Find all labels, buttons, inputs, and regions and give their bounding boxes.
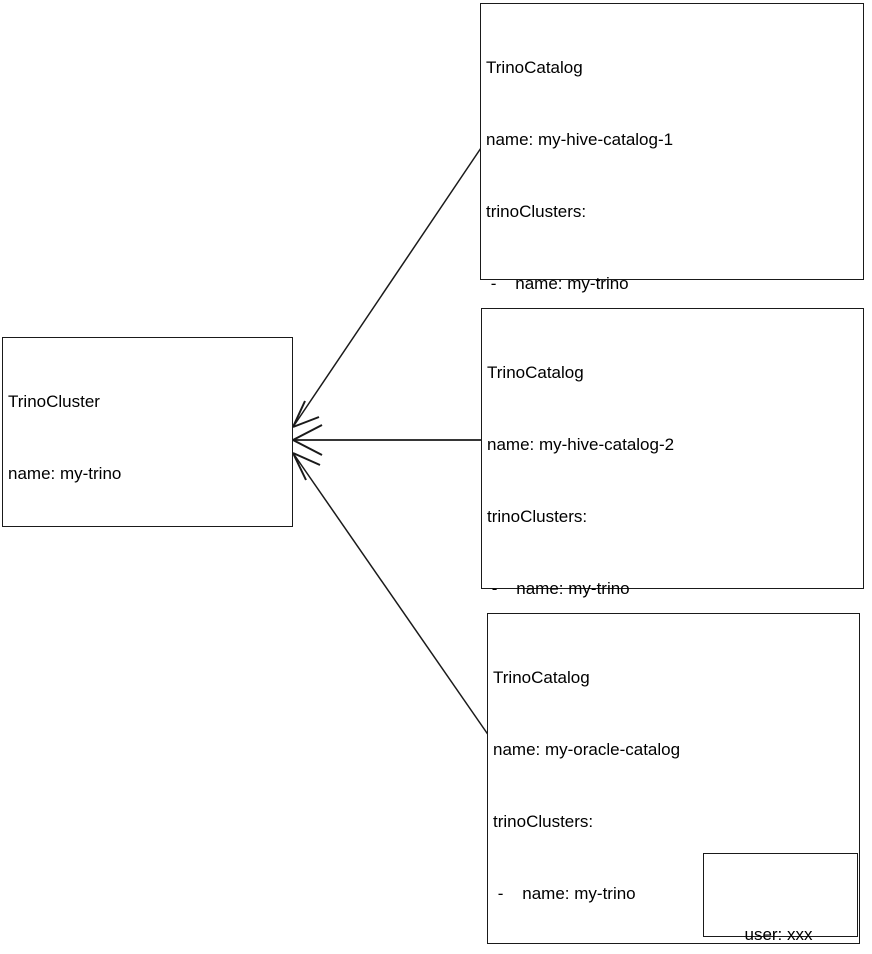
catalog-0-line-0: TrinoCatalog	[486, 58, 583, 77]
trino-catalog-node-my-hive-catalog-2[interactable]: TrinoCatalog name: my-hive-catalog-2 tri…	[481, 308, 864, 886]
secret-node-text: user: xxx password: xxx	[704, 872, 853, 954]
catalog-2-line-1: name: my-oracle-catalog	[493, 740, 681, 759]
edge-oracle-catalog-to-cluster	[292, 452, 490, 737]
catalog-2-line-0: TrinoCatalog	[493, 668, 590, 687]
trino-catalog-node-my-oracle-catalog[interactable]: TrinoCatalog name: my-oracle-catalog tri…	[487, 613, 860, 944]
catalog-1-line-1: name: my-hive-catalog-2	[487, 435, 675, 454]
trino-cluster-node[interactable]: TrinoCluster name: my-trino	[2, 337, 293, 527]
trino-catalog-node-my-hive-catalog-1[interactable]: TrinoCatalog name: my-hive-catalog-1 tri…	[480, 3, 864, 653]
edge-hive-catalog-2-to-cluster	[292, 424, 481, 456]
catalog-1-line-3: - name: my-trino	[487, 579, 630, 598]
catalog-0-line-1: name: my-hive-catalog-1	[486, 130, 674, 149]
trino-cluster-node-text: TrinoCluster name: my-trino	[8, 342, 288, 534]
secret-line-user: user: xxx	[744, 925, 813, 944]
oracle-credentials-secret-node[interactable]: user: xxx password: xxx	[703, 853, 858, 944]
cluster-line-kind: TrinoCluster	[8, 392, 100, 411]
catalog-0-line-3: - name: my-trino	[486, 274, 629, 293]
catalog-2-text: TrinoCatalog name: my-oracle-catalog tri…	[493, 618, 855, 954]
catalog-2-line-3: - name: my-trino	[493, 884, 636, 903]
catalog-0-line-2: trinoClusters:	[486, 202, 587, 221]
cluster-line-name: name: my-trino	[8, 464, 122, 483]
edge-hive-catalog-1-to-cluster	[292, 144, 484, 428]
catalog-1-line-0: TrinoCatalog	[487, 363, 584, 382]
catalog-2-line-2: trinoClusters:	[493, 812, 594, 831]
catalog-1-line-2: trinoClusters:	[487, 507, 588, 526]
